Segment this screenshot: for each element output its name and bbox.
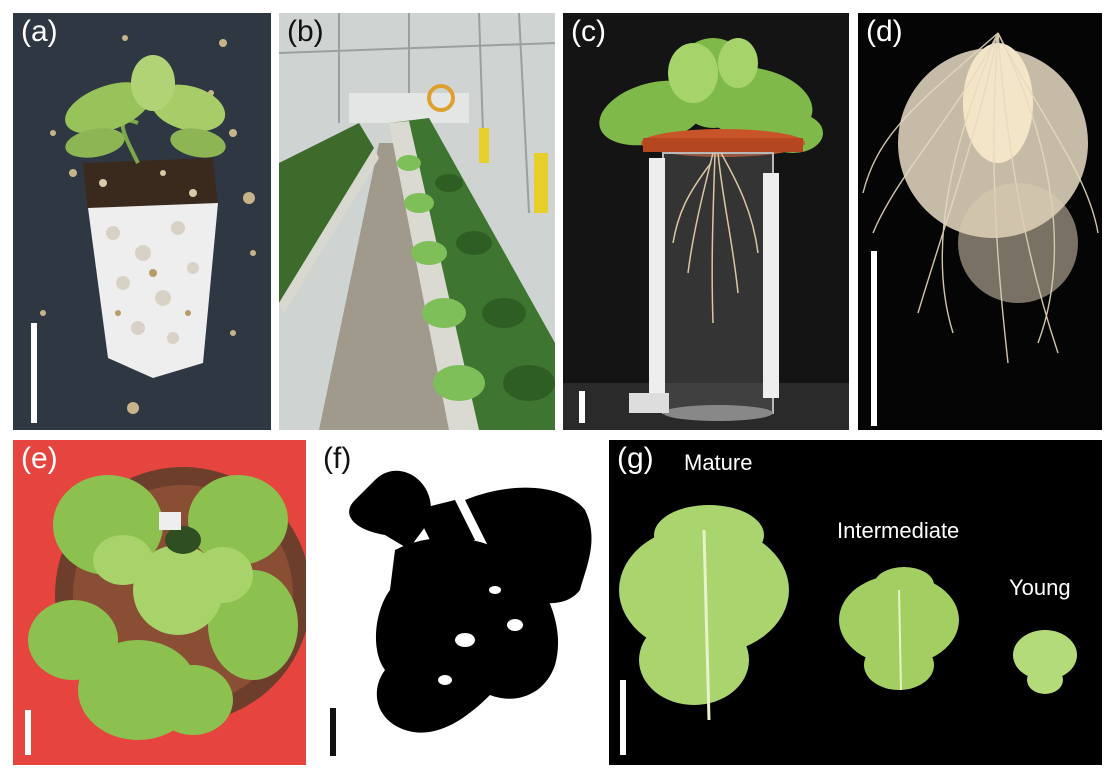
seedling-plug-image <box>13 13 271 430</box>
lettuce-topview-image <box>13 440 306 765</box>
scale-bar <box>871 251 877 426</box>
label-intermediate: Intermediate <box>837 518 960 543</box>
panel-c: (c) <box>563 13 849 430</box>
leaf-stages-image <box>609 440 1102 765</box>
scale-bar <box>620 680 626 755</box>
panel-label: (e) <box>21 442 58 475</box>
scale-bar <box>31 323 37 423</box>
panel-f: (f) <box>315 440 608 765</box>
panel-e: (e) <box>13 440 306 765</box>
mature-leaf <box>619 505 789 705</box>
panel-label: (b) <box>287 15 324 48</box>
panel-label: (d) <box>866 15 903 48</box>
scale-bar <box>25 710 31 755</box>
panel-b: (b) <box>279 13 555 430</box>
hydroponic-cylinder-image <box>563 13 849 430</box>
panel-label: (f) <box>323 442 352 475</box>
scale-bar <box>330 708 336 756</box>
binary-mask-image <box>315 440 608 765</box>
panel-label: (a) <box>21 15 58 48</box>
greenhouse-image <box>279 13 555 430</box>
panel-label: (c) <box>571 15 606 48</box>
label-mature: Mature <box>684 450 753 475</box>
root-mass-image <box>858 13 1102 430</box>
panel-label: (g) <box>617 442 654 475</box>
label-young: Young <box>1009 575 1071 600</box>
panel-g: (g) Mature Intermediate Young <box>609 440 1102 765</box>
scale-bar <box>579 391 585 423</box>
panel-a: (a) <box>13 13 271 430</box>
panel-d: (d) <box>858 13 1102 430</box>
